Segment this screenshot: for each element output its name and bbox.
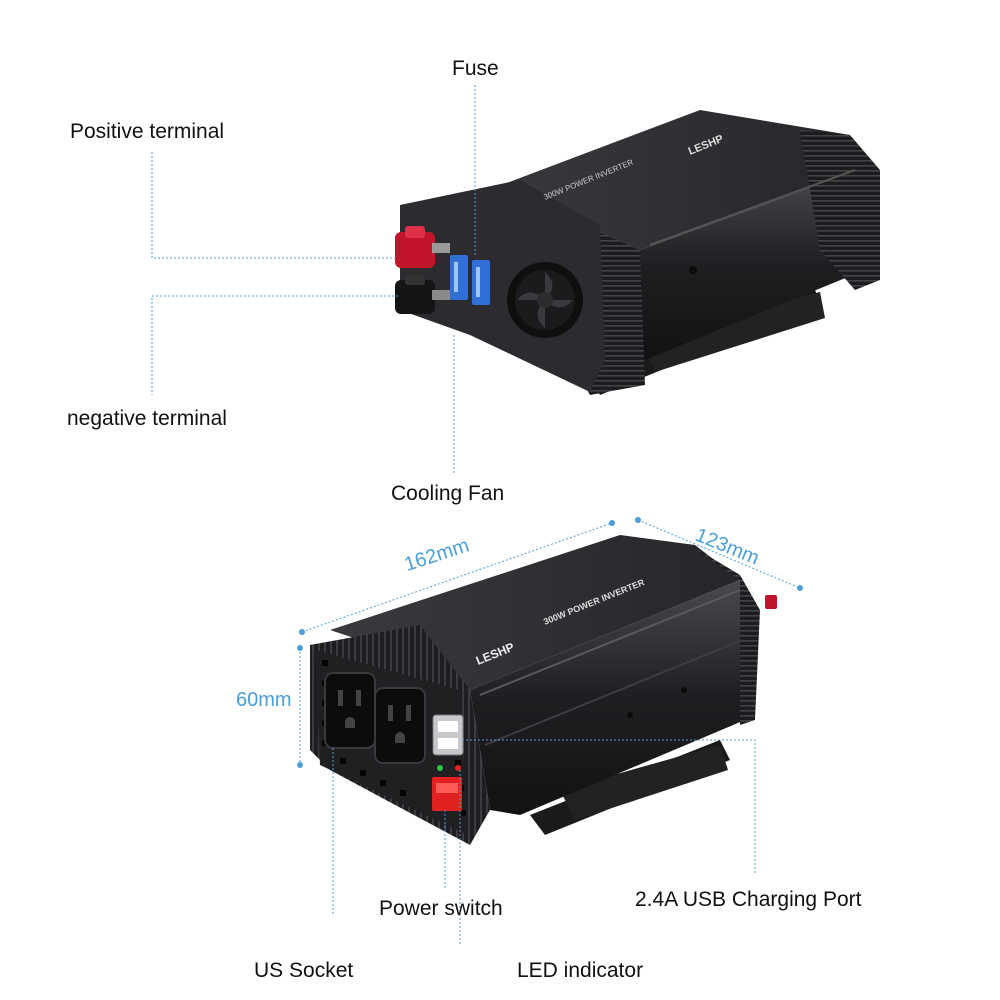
bottom-led-green — [437, 765, 443, 771]
led-indicator-label: LED indicator — [517, 959, 644, 982]
top-fuses — [450, 255, 490, 305]
usb-port-label: 2.4A USB Charging Port — [635, 888, 862, 911]
bottom-inverter: LESHP 300W POWER INVERTER — [310, 535, 777, 845]
bottom-end-cap-right — [690, 545, 760, 725]
dimension-endpoints — [297, 517, 803, 768]
negative-terminal-label: negative terminal — [67, 407, 227, 430]
power-switch-label: Power switch — [379, 897, 503, 920]
leader-lines — [151, 85, 801, 945]
usb-port-leader — [462, 739, 756, 875]
top-front-face — [400, 180, 605, 392]
bottom-us-socket-2 — [374, 687, 426, 764]
dim-162-line — [301, 522, 613, 633]
positive-terminal-leader — [151, 152, 398, 259]
bottom-us-socket-1 — [324, 672, 376, 749]
us-socket-label: US Socket — [254, 959, 354, 982]
dim-123-line — [637, 519, 801, 589]
top-negative-terminal — [395, 275, 450, 314]
fuse-label: Fuse — [452, 57, 499, 80]
dim-height-label: 60mm — [236, 689, 292, 711]
cooling-fan-label: Cooling Fan — [391, 482, 505, 505]
bottom-body-side — [470, 580, 745, 815]
negative-terminal-leader — [151, 295, 398, 395]
top-end-cap-right — [800, 130, 880, 290]
top-positive-terminal — [395, 226, 450, 268]
bottom-usb-ports — [432, 714, 464, 756]
positive-terminal-label: Positive terminal — [70, 120, 225, 143]
bottom-led-red — [455, 765, 461, 771]
bottom-power-switch — [432, 777, 462, 811]
top-inverter: LESHP 300W POWER INVERTER — [395, 110, 880, 395]
top-cooling-fan — [507, 262, 583, 338]
